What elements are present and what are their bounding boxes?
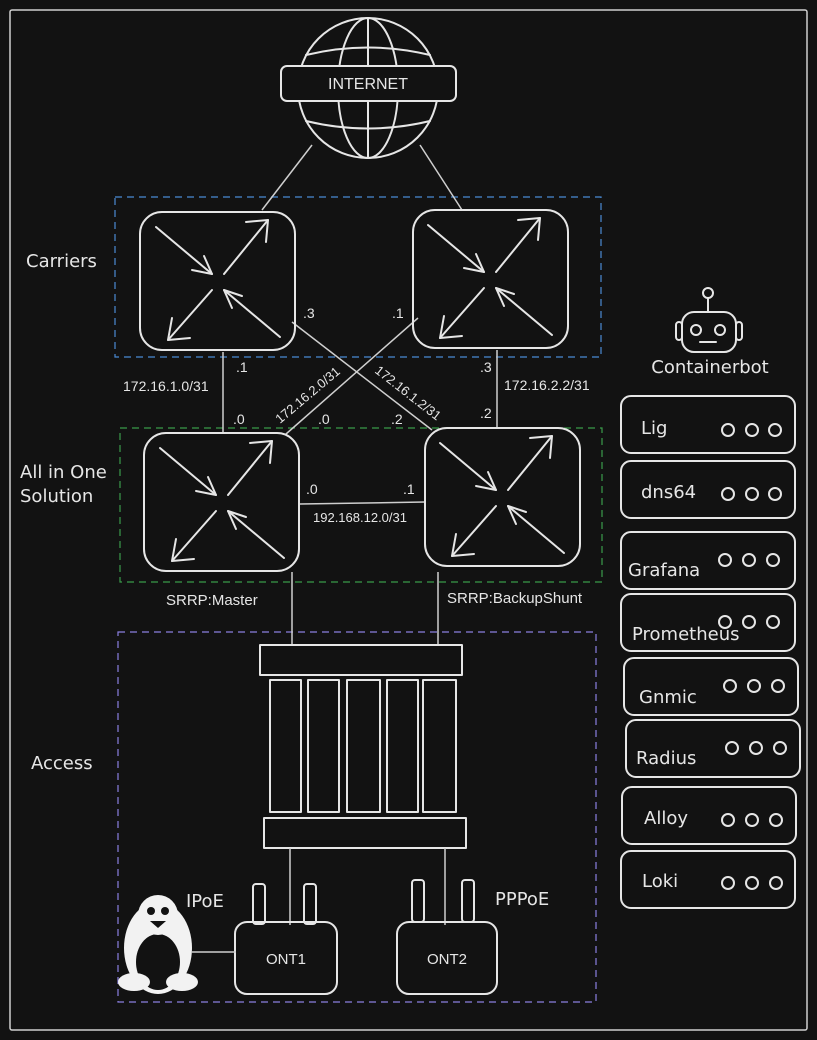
service-name: Loki	[642, 871, 678, 892]
host-backup-inter: .1	[403, 481, 415, 497]
service-box: dns64	[620, 460, 796, 519]
host-left-carrier-cross: .3	[303, 305, 315, 321]
link-cross-b	[291, 321, 433, 431]
service-indicator-dot	[766, 615, 780, 629]
service-box: Loki	[620, 850, 796, 909]
access-label: Access	[31, 753, 93, 774]
link-cross-a	[285, 317, 419, 435]
host-master-inter: .0	[306, 481, 318, 497]
service-box: Radius	[625, 719, 801, 778]
aio-label-line1: All in One	[20, 462, 107, 483]
service-name: Lig	[641, 418, 667, 439]
host-backup-up: .2	[480, 405, 492, 421]
service-box: Alloy	[621, 786, 797, 845]
containerbot-robot-icon	[675, 287, 743, 353]
service-box-frame	[620, 395, 796, 454]
ont2-label: ONT2	[427, 951, 467, 968]
carriers-zone	[114, 196, 602, 358]
service-box-frame	[625, 719, 801, 778]
service-box-frame	[623, 657, 799, 716]
service-name: Prometheus	[632, 624, 740, 645]
service-box-frame	[621, 786, 797, 845]
service-indicator-dot	[721, 876, 735, 890]
host-left-carrier-down: .1	[236, 359, 248, 375]
master-label: SRRP:Master	[166, 592, 258, 609]
ont1-label: ONT1	[266, 951, 306, 968]
ont2-device	[396, 879, 498, 995]
link-internet-right-carrier	[419, 144, 463, 211]
service-indicator-dot	[769, 876, 783, 890]
service-box: Grafana	[620, 531, 796, 590]
subnet-cross-a: 172.16.2.0/31	[272, 364, 343, 427]
service-indicator-dot	[721, 813, 735, 827]
service-indicator-dot	[718, 615, 732, 629]
service-name: Radius	[636, 748, 696, 769]
service-indicator-dot	[723, 679, 737, 693]
service-box: Gnmic	[623, 657, 799, 716]
internet-label-box	[280, 65, 457, 102]
ont1-device	[234, 883, 338, 995]
aio-label-line2: Solution	[20, 486, 93, 507]
service-box: Lig	[620, 395, 796, 454]
access-zone	[117, 631, 597, 1003]
host-backup-cross: .2	[391, 411, 403, 427]
host-right-carrier-cross: .1	[392, 305, 404, 321]
service-box-frame	[620, 531, 796, 590]
service-indicator-dot	[747, 679, 761, 693]
subnet-right-carrier: 172.16.2.2/31	[504, 377, 590, 393]
internet-label: INTERNET	[328, 76, 408, 93]
service-indicator-dot	[766, 553, 780, 567]
service-box-frame	[620, 593, 796, 652]
service-box: Prometheus	[620, 593, 796, 652]
service-indicator-dot	[721, 423, 735, 437]
backup-label: SRRP:BackupShunt	[447, 590, 583, 607]
router-backup	[424, 427, 581, 567]
service-indicator-dot	[718, 553, 732, 567]
router-right-carrier	[412, 209, 569, 349]
host-right-carrier-down: .3	[480, 359, 492, 375]
pppoe-label: PPPoE	[495, 889, 549, 910]
service-name: dns64	[641, 482, 696, 503]
outer-frame	[9, 9, 808, 1031]
service-indicator-dot	[742, 553, 756, 567]
service-name: Gnmic	[639, 687, 697, 708]
service-box-frame	[620, 850, 796, 909]
service-indicator-dot	[745, 487, 759, 501]
service-indicator-dot	[742, 615, 756, 629]
router-left-carrier	[139, 211, 296, 351]
carriers-label: Carriers	[26, 251, 97, 272]
containerbot-label: Containerbot	[651, 357, 768, 378]
service-indicator-dot	[745, 876, 759, 890]
service-indicator-dot	[773, 741, 787, 755]
router-master	[143, 432, 300, 572]
link-interlink	[299, 501, 426, 505]
service-indicator-dot	[725, 741, 739, 755]
service-indicator-dot	[721, 487, 735, 501]
subnet-interlink: 192.168.12.0/31	[313, 510, 407, 525]
service-indicator-dot	[768, 423, 782, 437]
ipoe-label: IPoE	[186, 891, 224, 912]
service-indicator-dot	[771, 679, 785, 693]
host-master-up: .0	[233, 411, 245, 427]
host-master-cross: .0	[318, 411, 330, 427]
aio-zone	[119, 427, 603, 583]
service-indicator-dot	[769, 813, 783, 827]
service-stack: Lig dns64GrafanaPrometheusGnmicRadiusAllo…	[620, 395, 801, 909]
olt-chassis	[259, 644, 467, 849]
linux-penguin-icon	[118, 895, 198, 994]
service-name: Grafana	[628, 560, 700, 581]
service-box-frame	[620, 460, 796, 519]
subnet-left-carrier: 172.16.1.0/31	[123, 378, 209, 394]
service-name: Alloy	[644, 808, 688, 829]
service-indicator-dot	[745, 423, 759, 437]
service-indicator-dot	[768, 487, 782, 501]
link-internet-left-carrier	[261, 144, 313, 211]
service-indicator-dot	[745, 813, 759, 827]
service-indicator-dot	[749, 741, 763, 755]
